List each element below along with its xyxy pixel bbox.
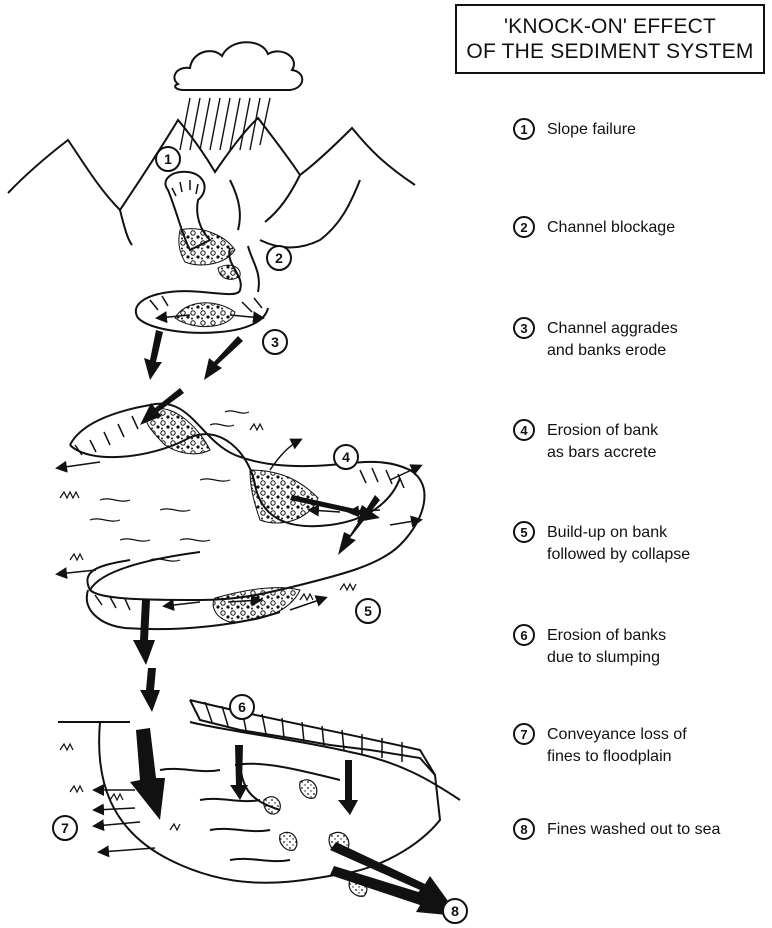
legend-label: Erosion of banksdue to slumping [547,625,666,669]
legend-line: Erosion of banks [547,625,666,647]
legend-number: 3 [513,317,535,339]
legend-item-6: 6 Erosion of banksdue to slumping [513,625,666,669]
legend-line: fines to floodplain [547,746,687,768]
legend-line: Fines washed out to sea [547,819,720,841]
lower-reach [58,700,460,883]
slump-arrow-2 [338,760,358,815]
legend-item-1: 1 Slope failure [513,119,636,141]
legend-number: 5 [513,521,535,543]
slope-failure [165,172,240,280]
legend-item-4: 4 Erosion of bankas bars accrete [513,420,658,464]
legend-line: Conveyance loss of [547,724,687,746]
slump-arrow-1 [230,745,248,800]
legend-line: Channel aggrades [547,318,678,340]
legend-line: Channel blockage [547,217,675,239]
point-bar-3 [213,588,300,622]
legend-line: followed by collapse [547,544,690,566]
rain-icon [180,98,270,150]
mountains [8,118,415,248]
title-line-2: OF THE SEDIMENT SYSTEM [466,39,753,64]
cloud-icon [174,42,302,90]
legend-label: Erosion of bankas bars accrete [547,420,658,464]
legend-label: Channel blockage [547,217,675,239]
callout-8: 8 [442,898,468,924]
title-box: 'KNOCK-ON' EFFECT OF THE SEDIMENT SYSTEM [455,4,765,74]
callout-2: 2 [266,245,292,271]
callout-6: 6 [229,694,255,720]
bank-arrow-heavy-2 [338,495,380,555]
legend-line: due to slumping [547,647,666,669]
legend-line: Build-up on bank [547,522,690,544]
legend-label: Slope failure [547,119,636,141]
callout-3: 3 [262,329,288,355]
legend-number: 1 [513,118,535,140]
callout-7: 7 [52,815,78,841]
title-line-1: 'KNOCK-ON' EFFECT [504,14,716,39]
legend-item-7: 7 Conveyance loss offines to floodplain [513,724,687,768]
point-bar-1 [146,409,210,454]
legend-number: 7 [513,723,535,745]
legend-line: Erosion of bank [547,420,658,442]
legend-number: 6 [513,624,535,646]
callout-4: 4 [333,444,359,470]
legend-number: 2 [513,216,535,238]
legend-label: Build-up on bankfollowed by collapse [547,522,690,566]
legend-item-5: 5 Build-up on bankfollowed by collapse [513,522,690,566]
bank-arrows [58,440,420,610]
legend-label: Fines washed out to sea [547,819,720,841]
callout-5: 5 [355,598,381,624]
legend-item-8: 8 Fines washed out to sea [513,819,720,841]
legend-number: 4 [513,419,535,441]
legend-number: 8 [513,818,535,840]
legend-item-2: 2 Channel blockage [513,217,675,239]
legend-line: Slope failure [547,119,636,141]
point-bar-2 [250,470,318,523]
legend-item-3: 3 Channel aggradesand banks erode [513,318,678,362]
legend-line: and banks erode [547,340,678,362]
legend-line: as bars accrete [547,442,658,464]
callout-1: 1 [155,146,181,172]
legend-label: Conveyance loss offines to floodplain [547,724,687,768]
legend-label: Channel aggradesand banks erode [547,318,678,362]
